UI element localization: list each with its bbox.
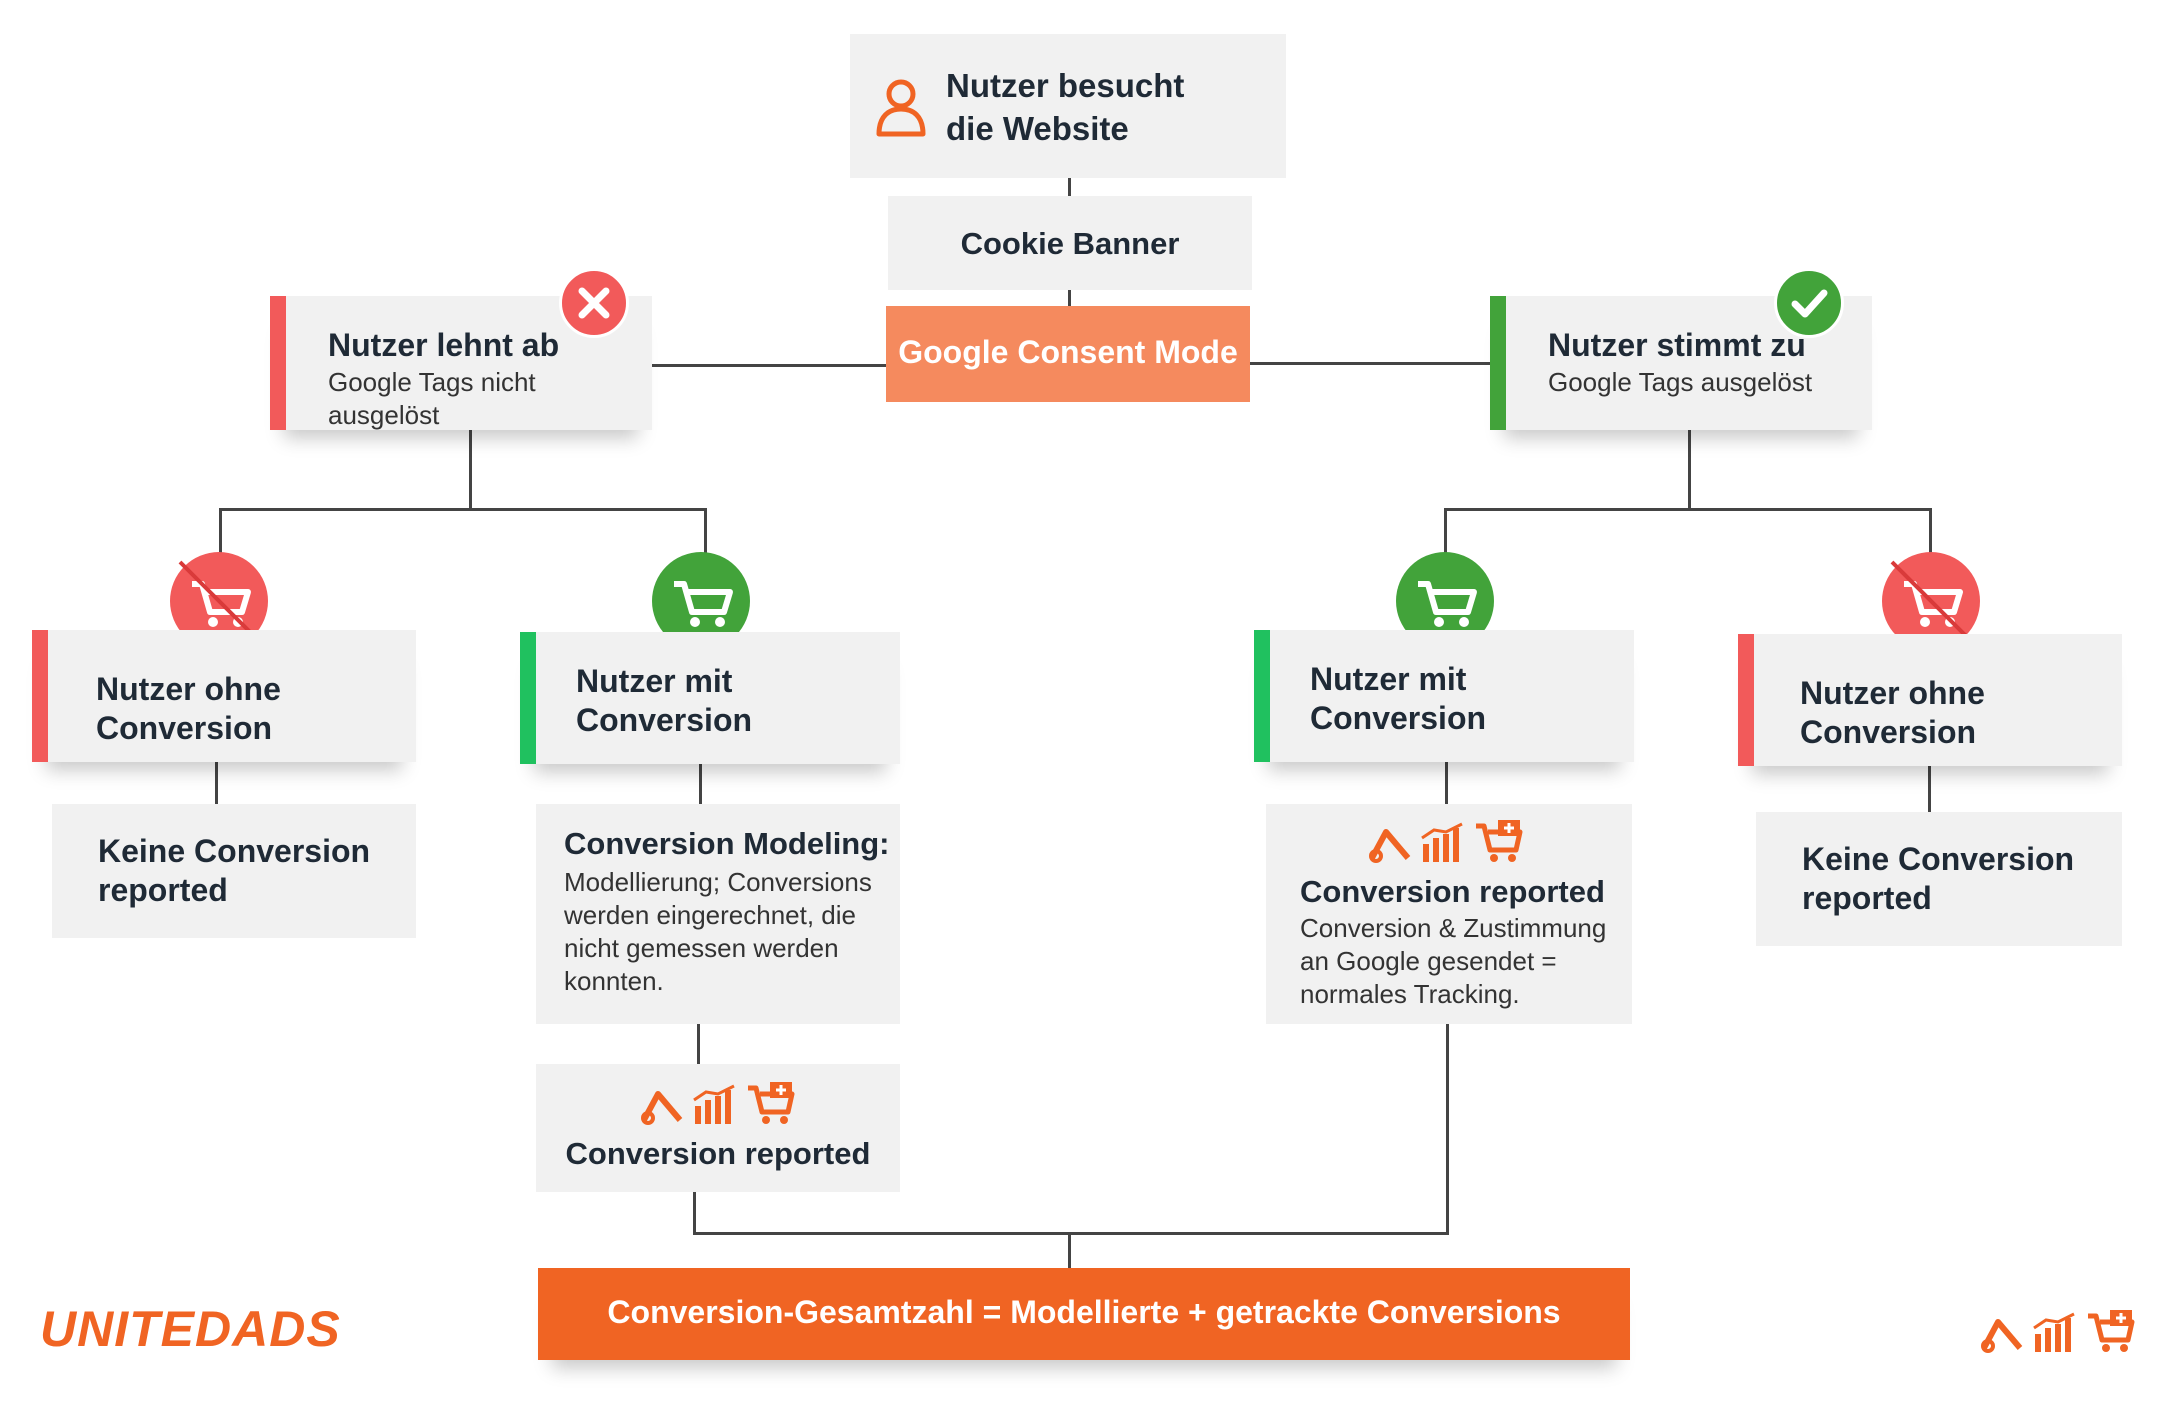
start-title: Nutzer besucht die Website — [946, 67, 1185, 147]
footer-ads-icons — [1978, 1310, 2136, 1354]
connector — [704, 508, 707, 558]
reject-subtitle: Google Tags nicht ausgelöst — [328, 367, 536, 430]
start-box: Nutzer besucht die Website — [850, 34, 1286, 178]
x-circle-icon — [559, 268, 629, 338]
connector — [693, 1192, 696, 1234]
google-ads-icon — [641, 1091, 683, 1125]
connector — [1250, 362, 1490, 365]
user-icon — [876, 79, 926, 137]
left-reported-label: Conversion reported — [565, 1136, 871, 1171]
left-no-conversion-result-label: Keine Conversion reported — [98, 833, 371, 908]
conversion-modeling-box: Conversion Modeling: Modellierung; Conve… — [536, 804, 900, 1024]
cart-plus-icon — [1476, 820, 1523, 862]
right-no-conversion-result-label: Keine Conversion reported — [1802, 841, 2075, 916]
connector — [1068, 1232, 1071, 1268]
google-ads-icon — [1981, 1319, 2023, 1353]
connector — [1928, 762, 1931, 812]
right-with-conversion-box: Nutzer mit Conversion — [1254, 630, 1634, 762]
right-reported-text: Conversion & Zustimmung an Google gesend… — [1300, 913, 1607, 1009]
connector — [1445, 762, 1448, 804]
right-no-conversion-box: Nutzer ohne Conversion — [1738, 634, 2122, 766]
connector — [693, 1232, 1449, 1235]
red-accent-bar — [1738, 634, 1754, 766]
connector — [219, 508, 707, 511]
connector — [1929, 508, 1932, 558]
left-no-conversion-box: Nutzer ohne Conversion — [32, 630, 416, 762]
connector — [215, 762, 218, 804]
connector — [699, 762, 702, 804]
analytics-icon — [693, 1084, 735, 1124]
right-reported-title: Conversion reported — [1300, 874, 1605, 909]
green-accent-bar — [520, 632, 536, 764]
connector — [469, 430, 472, 510]
left-with-conversion-box: Nutzer mit Conversion — [520, 632, 900, 764]
connector — [1444, 508, 1932, 511]
connector — [1444, 508, 1447, 558]
connector — [697, 1024, 700, 1064]
right-with-conversion-title: Nutzer mit Conversion — [1310, 661, 1487, 736]
conversion-modeling-title: Conversion Modeling: — [564, 826, 890, 861]
google-ads-icon — [1369, 829, 1411, 863]
analytics-icon — [2033, 1312, 2075, 1352]
conversion-modeling-text: Modellierung; Conversions werden eingere… — [564, 867, 872, 996]
connector — [1068, 290, 1071, 308]
left-no-conversion-title: Nutzer ohne Conversion — [96, 671, 281, 746]
red-accent-bar — [32, 630, 48, 762]
connector — [219, 508, 222, 558]
total-box: Conversion-Gesamtzahl = Modellierte + ge… — [538, 1268, 1630, 1360]
right-no-conversion-title: Nutzer ohne Conversion — [1800, 675, 1985, 750]
analytics-icon — [1421, 822, 1463, 862]
cart-plus-icon — [748, 1082, 795, 1124]
cart-plus-icon — [2088, 1310, 2135, 1352]
left-reported-box: Conversion reported — [536, 1064, 900, 1192]
check-circle-icon — [1774, 268, 1844, 338]
ads-icons — [1366, 820, 1524, 864]
green-accent-bar — [1254, 630, 1270, 762]
total-label: Conversion-Gesamtzahl = Modellierte + ge… — [607, 1294, 1561, 1330]
left-with-conversion-title: Nutzer mit Conversion — [576, 663, 753, 738]
consent-mode-label: Google Consent Mode — [898, 334, 1238, 370]
consent-mode-box: Google Consent Mode — [886, 306, 1250, 402]
connector — [650, 364, 886, 367]
right-no-conversion-result: Keine Conversion reported — [1756, 812, 2122, 946]
reject-title: Nutzer lehnt ab — [328, 327, 560, 363]
connector — [1068, 178, 1071, 196]
ads-icons — [638, 1082, 796, 1126]
red-accent-bar — [270, 296, 286, 430]
accept-subtitle: Google Tags ausgelöst — [1548, 367, 1813, 397]
cookie-banner-box: Cookie Banner — [888, 196, 1252, 290]
green-accent-bar — [1490, 296, 1506, 430]
unitedads-logo: UNITEDADS — [40, 1301, 341, 1357]
connector — [1446, 1024, 1449, 1234]
connector — [1688, 430, 1691, 510]
accept-title: Nutzer stimmt zu — [1548, 327, 1806, 363]
right-reported-box: Conversion reported Conversion & Zustimm… — [1266, 804, 1632, 1024]
cookie-banner-label: Cookie Banner — [960, 226, 1180, 261]
no-cart-icon — [1882, 552, 1980, 650]
left-no-conversion-result: Keine Conversion reported — [52, 804, 416, 938]
